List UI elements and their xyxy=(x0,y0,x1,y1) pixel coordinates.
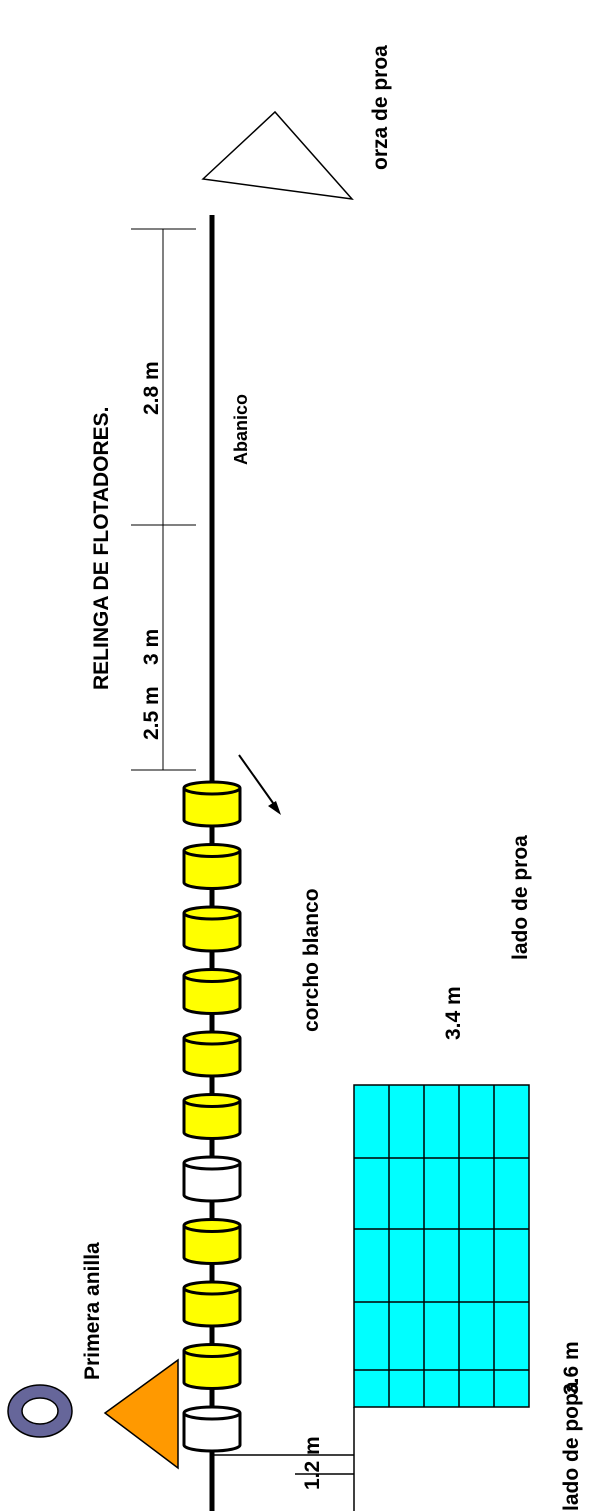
orange-triangle xyxy=(103,1358,179,1470)
m-3-label: 3 m xyxy=(140,629,163,665)
yellow-float xyxy=(182,1343,242,1390)
float-cap xyxy=(182,843,242,858)
yellow-float xyxy=(182,905,242,953)
m-2-8-label: 2.8 m xyxy=(140,361,163,415)
yellow-float xyxy=(182,968,242,1015)
m-3-6-label: 3.6 m xyxy=(560,1341,583,1395)
primera-anilla-label: Primera anilla xyxy=(81,1242,104,1380)
float-cap xyxy=(182,905,242,921)
float-body xyxy=(182,850,242,890)
float-body xyxy=(182,788,242,828)
diagram-title: RELINGA DE FLOTADORES. xyxy=(90,407,113,691)
abanico-label: Abanico xyxy=(231,394,251,465)
net-background xyxy=(353,1084,530,1408)
ring-hole xyxy=(21,1397,59,1425)
m-3-4-label: 3.4 m xyxy=(442,986,465,1040)
white-float xyxy=(182,1155,242,1203)
yellow-float xyxy=(182,1280,242,1328)
orza-triangle xyxy=(201,110,354,201)
float-body xyxy=(182,1163,242,1203)
float-body xyxy=(182,975,242,1015)
float-cap xyxy=(182,1343,242,1358)
float-cap xyxy=(182,1405,242,1421)
lado-popa-label: lado de popa xyxy=(560,1381,583,1511)
float-cap xyxy=(182,1030,242,1046)
float-cap xyxy=(182,1093,242,1108)
yellow-float xyxy=(182,780,242,828)
float-cap xyxy=(182,1280,242,1296)
float-body xyxy=(182,913,242,953)
net-panel xyxy=(353,1084,530,1408)
float-cap xyxy=(182,1155,242,1171)
yellow-float xyxy=(182,1093,242,1140)
m-2-5-label: 2.5 m xyxy=(140,686,163,740)
lado-proa-label: lado de proa xyxy=(509,835,532,960)
corcho-pointer-arrow xyxy=(238,754,279,811)
corcho-blanco-label: corcho blanco xyxy=(300,888,323,1032)
float-cap xyxy=(182,968,242,983)
arrow-head xyxy=(268,801,281,815)
yellow-float xyxy=(182,1218,242,1265)
float-body xyxy=(182,1038,242,1078)
float-body xyxy=(182,1225,242,1265)
float-cap xyxy=(182,780,242,796)
float-body xyxy=(182,1350,242,1390)
yellow-float xyxy=(182,843,242,890)
float-body xyxy=(182,1100,242,1140)
float-body xyxy=(182,1413,242,1453)
orza-label: orza de proa xyxy=(369,45,392,170)
floats-group xyxy=(182,780,242,1453)
float-body xyxy=(182,1288,242,1328)
yellow-float xyxy=(182,1030,242,1078)
white-float xyxy=(182,1405,242,1453)
m-1-2-label: 1.2 m xyxy=(301,1436,324,1490)
float-cap xyxy=(182,1218,242,1233)
